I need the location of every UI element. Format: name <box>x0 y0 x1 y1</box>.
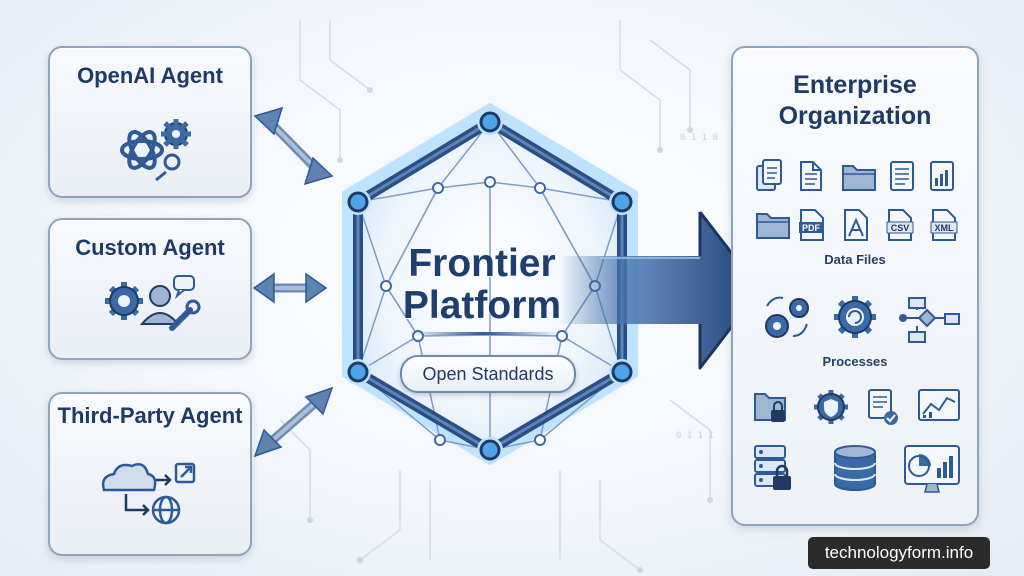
processes-label: Processes <box>822 354 888 369</box>
gear-shield-icon <box>814 390 848 424</box>
pdf-tag: PDF <box>802 223 821 233</box>
openai-agent-icons <box>120 119 191 182</box>
server-lock-icon <box>754 445 791 490</box>
external-link-icon <box>174 462 196 484</box>
third-party-agent-title: Third-Party Agent <box>57 403 243 428</box>
chat-bubble-icon <box>173 275 195 300</box>
openai-agent-title: OpenAI Agent <box>77 63 223 88</box>
database-icon <box>834 445 876 491</box>
document-icon <box>800 161 822 191</box>
gear-icon <box>105 282 143 320</box>
folder-icon <box>842 165 876 191</box>
third-party-agent-icons <box>101 462 196 525</box>
csv-file-icon: CSV <box>886 209 914 241</box>
enterprise-organization-panel: Enterprise Organization <box>731 46 979 526</box>
documents-icon <box>756 159 782 191</box>
document-check-icon <box>868 389 898 425</box>
gear-icon <box>161 119 191 149</box>
binary-code-text: 0 1 1 0 <box>680 133 718 143</box>
gear-refresh-icon <box>834 296 876 338</box>
user-icon <box>139 285 181 325</box>
globe-icon <box>151 495 181 525</box>
openai-logo-icon <box>120 130 164 170</box>
analytics-icon <box>918 389 960 421</box>
csv-tag: CSV <box>891 223 910 233</box>
custom-connection-arrow <box>252 272 328 304</box>
data-files-label: Data Files <box>824 252 886 267</box>
binary-code-text: 0 1 1 1 <box>676 431 714 441</box>
custom-agent-title: Custom Agent <box>75 235 225 260</box>
chart-file-icon <box>930 161 954 191</box>
xml-file-icon: XML <box>930 209 958 241</box>
flowchart-icon <box>899 297 960 343</box>
dashboard-monitor-icon <box>904 445 960 493</box>
third-party-agent-card: Third-Party Agent <box>48 392 252 556</box>
open-standards-pill: Open Standards <box>400 355 576 393</box>
platform-to-enterprise-arrow <box>560 211 762 370</box>
wrench-icon <box>169 299 201 331</box>
arrow-icon <box>124 474 172 516</box>
gears-cycle-icon <box>765 296 809 338</box>
text-file-icon <box>890 161 914 191</box>
folder-lock-icon <box>754 393 786 422</box>
third-party-connection-arrow <box>253 386 334 458</box>
custom-agent-icons <box>105 275 201 331</box>
openai-connection-arrow <box>253 106 334 186</box>
hexagon-vertex-nodes <box>345 109 635 463</box>
xml-tag: XML <box>935 223 955 233</box>
platform-title: Frontier Platform <box>402 242 562 327</box>
openai-agent-card: OpenAI Agent <box>48 46 252 198</box>
pdf-file-icon: PDF <box>799 209 824 241</box>
acrobat-file-icon <box>844 209 868 241</box>
watermark: technologyform.info <box>808 537 990 569</box>
sparkle-icon <box>155 153 181 182</box>
platform-title-divider <box>408 332 558 335</box>
custom-agent-card: Custom Agent <box>48 218 252 360</box>
folder-icon <box>756 213 790 239</box>
enterprise-title: Enterprise Organization <box>778 71 932 130</box>
cloud-icon <box>101 463 157 492</box>
enterprise-icons: PDF CSV XML <box>754 159 960 493</box>
